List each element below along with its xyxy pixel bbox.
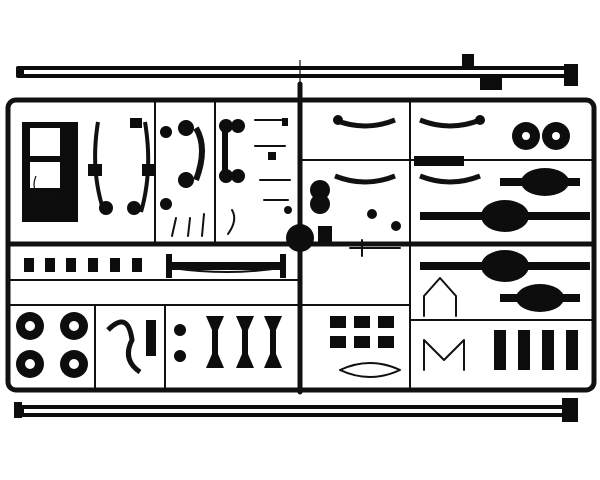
brake-drum-pair [512, 122, 570, 150]
small-parts-center-top [254, 118, 314, 252]
fuel-tank-frame [88, 118, 156, 215]
cross-member [166, 254, 286, 278]
cab-panel [22, 122, 78, 222]
front-axle-beam [333, 115, 485, 185]
rear-axle-1 [500, 168, 580, 196]
frame-rail-bottom [14, 398, 578, 422]
small-parts-grid [330, 316, 401, 378]
frame-rail-top [16, 54, 578, 98]
center-components [310, 180, 401, 257]
small-cylinder-row [24, 258, 142, 272]
rear-axle-2 [420, 200, 590, 232]
small-parts-upper-left [160, 119, 245, 237]
leaf-springs [206, 316, 282, 368]
wheel-set [16, 312, 88, 378]
lower-right-frames [423, 277, 578, 371]
suspension-arms [106, 319, 186, 375]
rear-axle-4 [500, 284, 580, 312]
rear-axle-3 [420, 250, 590, 282]
